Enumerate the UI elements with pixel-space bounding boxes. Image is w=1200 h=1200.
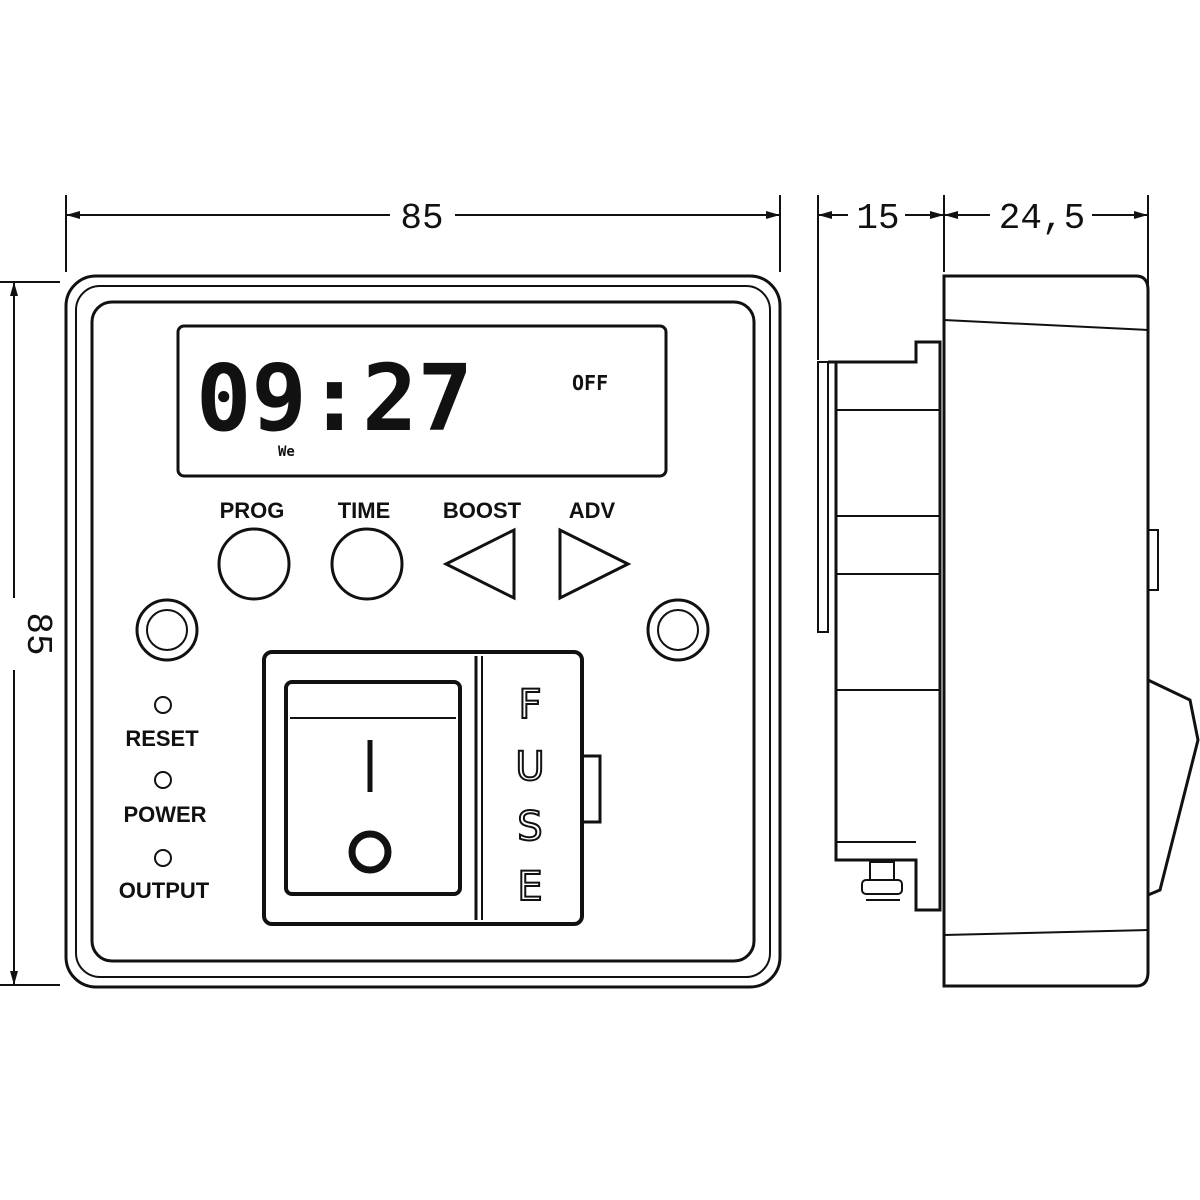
time-button[interactable] [330, 527, 404, 601]
prog-label: PROG [220, 498, 285, 523]
depth-body-label: 24,5 [999, 198, 1085, 239]
side-back-box [828, 340, 942, 912]
depth-dimension: 15 24,5 [817, 195, 1149, 360]
right-screw [646, 598, 710, 662]
lcd-status: OFF [572, 371, 608, 395]
lcd-time: 09:27 [196, 345, 473, 452]
power-led [154, 771, 172, 789]
fuse-tab[interactable] [580, 754, 602, 824]
time-label: TIME [338, 498, 391, 523]
fuse-letter-u: U [515, 744, 544, 790]
outer-frame [64, 274, 782, 989]
switch-off-symbol [348, 830, 392, 874]
adv-button[interactable] [558, 527, 632, 601]
boost-button[interactable] [442, 527, 516, 601]
left-screw [135, 598, 199, 662]
height-label: 85 [17, 612, 58, 655]
side-view [817, 274, 1200, 988]
lcd-day: We [278, 444, 295, 460]
lcd-display [176, 324, 668, 478]
side-front-housing [942, 274, 1150, 988]
width-label: 85 [400, 198, 443, 239]
prog-button[interactable] [217, 527, 291, 601]
height-dimension: 85 [0, 281, 60, 986]
side-terminal [861, 861, 903, 901]
side-rocker [1147, 678, 1200, 897]
rocker-switch[interactable] [284, 680, 462, 896]
front-view: 09:27 OFF We PROG TIME BOOST ADV RESET P… [64, 274, 782, 989]
reset-led [154, 696, 172, 714]
boost-label: BOOST [443, 498, 522, 523]
power-label: POWER [123, 802, 206, 827]
fuse-letter-e: E [517, 864, 542, 910]
width-dimension: 85 [65, 195, 781, 272]
fuse-letter-f: F [518, 682, 541, 728]
face-plate [90, 300, 756, 963]
output-led [154, 849, 172, 867]
fuse-letter-s: S [517, 804, 542, 850]
side-fuse-tab [1147, 529, 1159, 591]
reset-label: RESET [125, 726, 199, 751]
depth-front-label: 15 [856, 198, 899, 239]
output-label: OUTPUT [119, 878, 210, 903]
adv-label: ADV [569, 498, 616, 523]
